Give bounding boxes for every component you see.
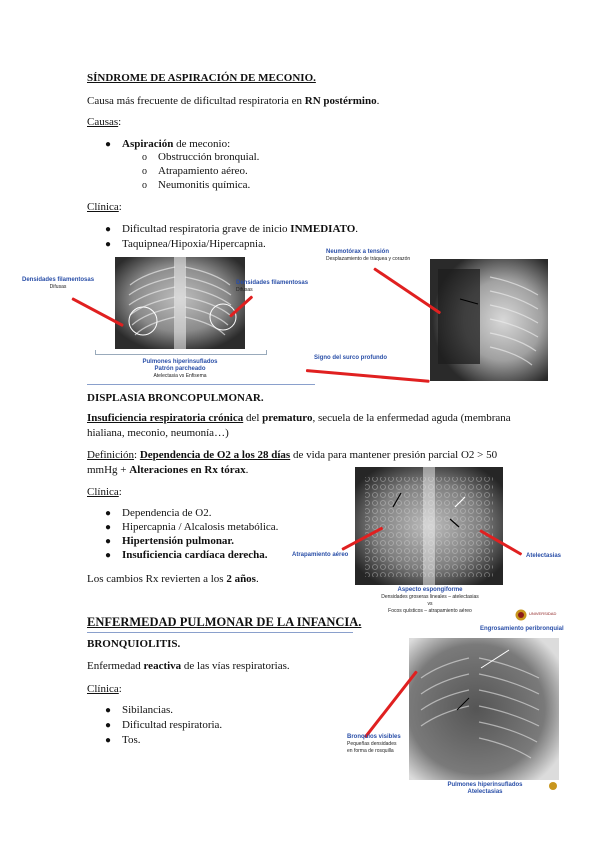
- bracket: [95, 350, 267, 355]
- clinica-item: Sibilancias.: [122, 704, 174, 716]
- label-espongiforme: Aspecto espongiforme Densidades groseras…: [381, 587, 479, 614]
- sub-item: Atrapamiento aéreo.: [158, 165, 248, 177]
- bullet-icon: ●: [105, 139, 112, 150]
- bullet-icon: ●: [105, 550, 112, 561]
- sub-item: Neumonitis química.: [158, 179, 251, 191]
- clinica-heading-3: Clínica:: [87, 683, 122, 695]
- clinica-heading-2: Clínica:: [87, 486, 122, 498]
- clinica-item: Taquipnea/Hipoxia/Hipercapnia.: [122, 238, 266, 250]
- displasia-closing: Los cambios Rx revierten a los 2 años.: [87, 573, 259, 585]
- circle-bullet-icon: o: [142, 152, 147, 163]
- label-bronquios-visibles: Bronquios visibles Pequeñas densidades e…: [347, 734, 401, 754]
- clinica-item: Hipercapnia / Alcalosis metabólica.: [122, 521, 279, 533]
- red-arrow: [305, 369, 430, 383]
- clinica-item: Dependencia de O2.: [122, 507, 212, 519]
- displasia-intro-line1: Insuficiencia respiratoria crónica del p…: [87, 412, 511, 424]
- label-pulmones: Pulmones hiperinsuflados Patrón parchead…: [142, 359, 218, 379]
- bullet-icon: ●: [105, 239, 112, 250]
- bullet-icon: ●: [105, 224, 112, 235]
- displasia-intro-line2: hialiana, meconio, neumonía…): [87, 427, 229, 439]
- xray-image: [355, 467, 503, 585]
- bullet-icon: ●: [105, 536, 112, 547]
- clinica-item: Insuficiencia cardíaca derecha.: [122, 549, 268, 561]
- divider: [87, 384, 315, 385]
- clinica-item: Tos.: [122, 734, 141, 746]
- circle-bullet-icon: o: [142, 166, 147, 177]
- label-pulmones-bronquiolitis: Pulmones hiperinsuflados Atelectasias: [447, 782, 523, 795]
- section-title-displasia: DISPLASIA BRONCOPULMONAR.: [87, 392, 264, 404]
- meconio-intro: Causa más frecuente de dificultad respir…: [87, 95, 380, 107]
- label-engrosamiento: Engrosamiento peribronquial: [480, 626, 564, 632]
- xray-figure-displasia: Atrapamiento aéreo Atelectasias Aspecto …: [290, 465, 570, 625]
- definicion-line1: Definición: Dependencia de O2 a los 28 d…: [87, 449, 498, 461]
- crest-icon: [515, 609, 527, 621]
- clinica-item: Dificultad respiratoria.: [122, 719, 223, 731]
- clinica-item: Dificultad respiratoria grave de inicio …: [122, 223, 359, 235]
- label-atelectasias: Atelectasias: [526, 553, 562, 559]
- label-atrapamiento: Atrapamiento aéreo: [292, 552, 349, 558]
- university-logo: UNIVERSIDAD: [515, 608, 560, 622]
- causas-heading: Causas:: [87, 116, 122, 128]
- section-title-infancia: ENFERMEDAD PULMONAR DE LA INFANCIA.: [87, 615, 362, 629]
- bullet-icon: ●: [105, 705, 112, 716]
- divider: [87, 632, 353, 633]
- page-marker-icon: [549, 782, 557, 790]
- clinica-heading: Clínica:: [87, 201, 122, 213]
- circle-bullet-icon: o: [142, 180, 147, 191]
- cause-item: Aspiración de meconio:: [122, 138, 231, 150]
- sub-item: Obstrucción bronquial.: [158, 151, 260, 163]
- xray-image: [115, 257, 245, 349]
- clinica-item: Hipertensión pulmonar.: [122, 535, 235, 547]
- xray-figure-bronquiolitis: Engrosamiento peribronquial B: [345, 622, 564, 802]
- bronquiolitis-intro: Enfermedad reactiva de las vías respirat…: [87, 660, 290, 672]
- bullet-icon: ●: [105, 508, 112, 519]
- subsection-title-bronquiolitis: BRONQUIOLITIS.: [87, 638, 181, 650]
- definicion-line2: mmHg + Alteraciones en Rx tórax.: [87, 464, 249, 476]
- label-surco-profundo: Signo del surco profundo: [314, 355, 387, 361]
- xray-image: [430, 259, 548, 381]
- xray-image: [409, 638, 559, 780]
- bullet-icon: ●: [105, 522, 112, 533]
- bullet-icon: ●: [105, 720, 112, 731]
- section-title-meconio: SÍNDROME DE ASPIRACIÓN DE MECONIO.: [87, 72, 316, 84]
- bullet-icon: ●: [105, 735, 112, 746]
